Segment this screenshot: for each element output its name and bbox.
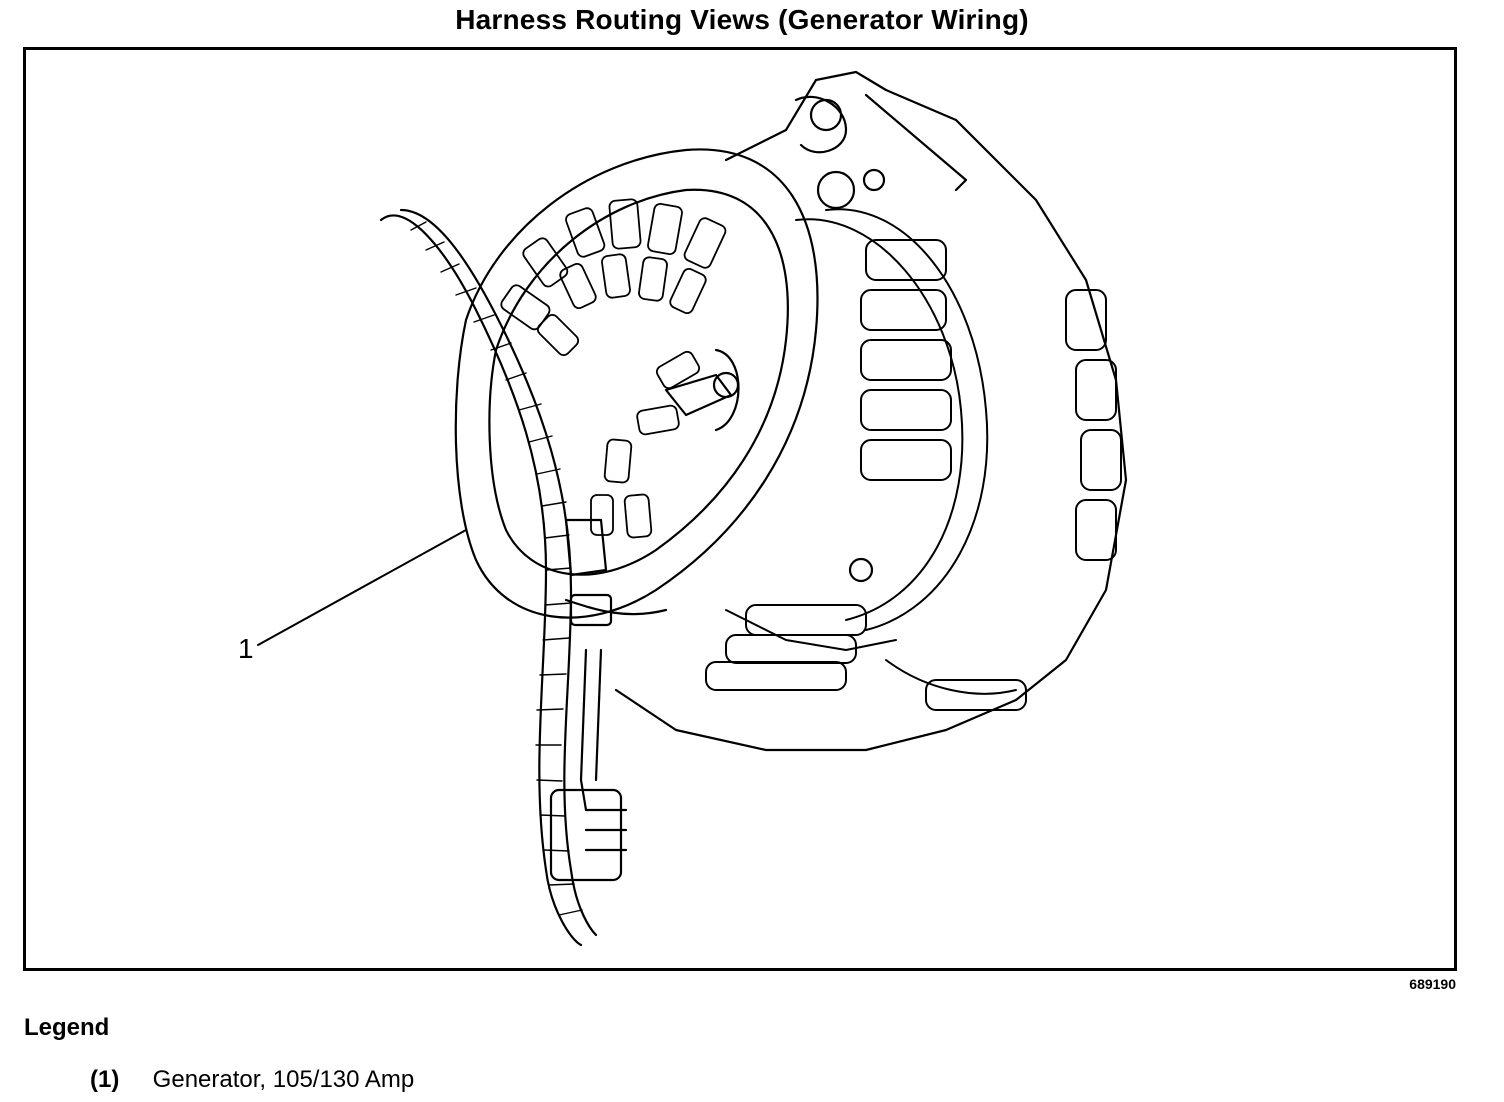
generator-housing bbox=[614, 70, 1128, 752]
stator-fins bbox=[705, 208, 1122, 711]
diagram-title: Harness Routing Views (Generator Wiring) bbox=[455, 4, 1029, 35]
legend-item-text: Generator, 105/130 Amp bbox=[152, 1066, 415, 1093]
wiring-harness bbox=[379, 208, 668, 947]
legend-heading: Legend bbox=[24, 1014, 110, 1041]
callout-leader-line-1 bbox=[257, 529, 467, 646]
callout-label-1: 1 bbox=[238, 633, 254, 664]
illustration-frame: 1 bbox=[23, 47, 1457, 971]
figure-id: 689190 bbox=[1409, 976, 1456, 992]
legend-item: (1) Generator, 105/130 Amp bbox=[90, 1066, 414, 1094]
mounting-bolts bbox=[816, 168, 886, 583]
legend-item-number: (1) bbox=[90, 1066, 120, 1093]
generator-front-face bbox=[454, 148, 819, 619]
generator-illustration: 1 bbox=[238, 70, 1128, 947]
